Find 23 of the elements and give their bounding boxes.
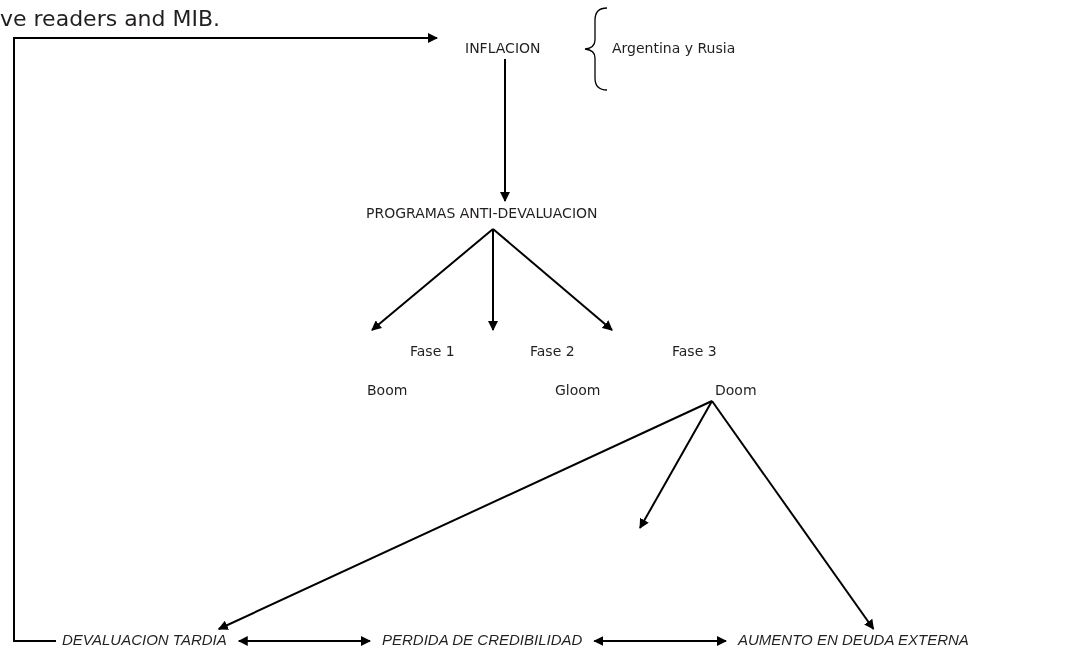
double-arrow bbox=[237, 636, 371, 646]
node-text: INFLACION bbox=[465, 39, 541, 57]
arrow bbox=[492, 228, 613, 331]
node-text: AUMENTO EN DEUDA EXTERNA bbox=[738, 631, 969, 649]
double-arrow bbox=[593, 636, 727, 646]
text-label: Boom bbox=[367, 381, 408, 399]
arrow bbox=[488, 228, 498, 331]
arrow bbox=[639, 400, 713, 529]
text-label: Argentina y Rusia bbox=[612, 39, 736, 57]
node-text: DEVALUACION TARDIA bbox=[62, 631, 227, 649]
arrow bbox=[371, 228, 494, 331]
text-label: Fase 2 bbox=[530, 342, 575, 360]
arrow bbox=[217, 400, 713, 630]
text-label: Fase 1 bbox=[410, 342, 455, 360]
arrow bbox=[500, 58, 510, 202]
cut-off-text: ve readers and MIB. bbox=[0, 6, 221, 32]
arrow bbox=[13, 33, 438, 642]
node-text: PERDIDA DE CREDIBILIDAD bbox=[382, 631, 583, 649]
node-text: PROGRAMAS ANTI-DEVALUACION bbox=[366, 204, 598, 222]
text-label: Gloom bbox=[555, 381, 601, 399]
arrow bbox=[711, 400, 875, 630]
text-label: Fase 3 bbox=[672, 342, 717, 360]
node-text: Doom bbox=[715, 381, 757, 399]
